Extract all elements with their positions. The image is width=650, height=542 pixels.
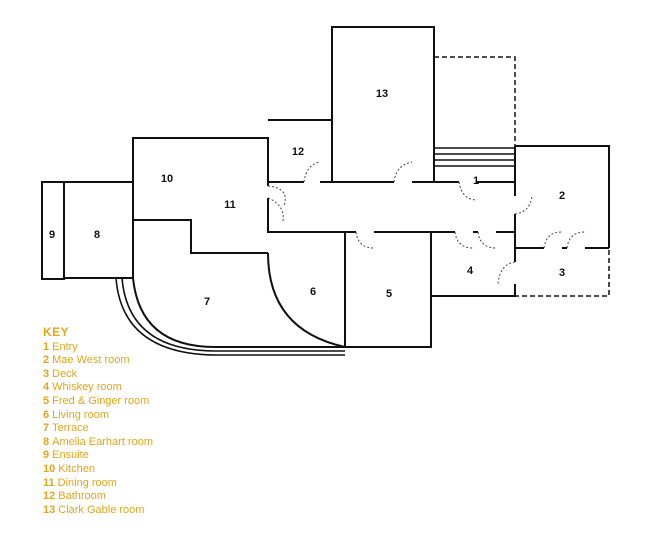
wall-entry-corridor: [268, 181, 515, 233]
room-label-12: 12: [292, 146, 304, 158]
key-item-label: Entry: [52, 340, 78, 353]
wall-whiskey-room: [430, 232, 516, 297]
door-swing: [497, 261, 516, 285]
entry-steps: [434, 147, 515, 167]
key-item-label: Dining room: [57, 476, 117, 489]
door-swing: [566, 231, 586, 249]
key-item-number: 1: [43, 340, 50, 353]
room-label-7: 7: [204, 296, 210, 308]
key-item-number: 9: [43, 449, 50, 462]
key-item-number: 5: [43, 394, 50, 407]
key-item-number: 10: [43, 462, 56, 475]
key-item-label: Clark Gable room: [58, 503, 145, 516]
room-label-6: 6: [310, 286, 316, 298]
door-swing: [543, 231, 563, 249]
room-label-11: 11: [224, 199, 236, 211]
room-label-4: 4: [467, 265, 474, 277]
dashed-terrace-outline: [434, 56, 516, 146]
door-swing: [514, 195, 533, 215]
key-item-label: Deck: [52, 367, 78, 380]
door-swing: [267, 197, 284, 222]
key-title: KEY: [43, 325, 70, 339]
room-label-13: 13: [376, 88, 388, 100]
door-swing: [458, 181, 478, 201]
door-swing: [477, 231, 497, 249]
key-item-label: Ensuite: [52, 449, 89, 462]
wall-clark-gable-room: [331, 26, 435, 183]
key-item-label: Terrace: [52, 422, 89, 435]
door-swing: [393, 161, 413, 183]
key-item-label: Amelia Earhart room: [52, 435, 153, 448]
wall-fred-ginger-room: [344, 232, 432, 348]
dashed-deck-outline: [515, 247, 610, 297]
key-item-label: Fred & Ginger room: [52, 394, 150, 407]
key-item-label: Whiskey room: [52, 381, 122, 394]
key-item-number: 8: [43, 435, 50, 448]
room-label-8: 8: [94, 229, 100, 241]
door-swing: [267, 185, 286, 207]
key-item-label: Mae West room: [52, 354, 130, 367]
key-item-number: 2: [43, 354, 50, 367]
key-item-label: Kitchen: [58, 462, 95, 475]
key-item-number: 12: [43, 490, 56, 503]
key-item-number: 7: [43, 422, 50, 435]
door-swing: [303, 161, 321, 183]
door-swing: [355, 231, 375, 249]
terrace-rail: [115, 277, 345, 356]
key-item-number: 13: [43, 503, 56, 516]
room-label-2: 2: [559, 190, 565, 202]
door-swing: [454, 231, 474, 249]
key-item-number: 3: [43, 367, 50, 380]
room-label-1: 1: [473, 175, 479, 187]
room-label-3: 3: [559, 267, 565, 279]
wall-kitchen-dining: [132, 137, 345, 254]
room-label-10: 10: [161, 173, 173, 185]
wall-ensuite: [41, 181, 65, 280]
key-item-number: 6: [43, 408, 50, 421]
key-item-label: Living room: [52, 408, 109, 421]
room-label-9: 9: [49, 229, 55, 241]
wall-living-room: [267, 252, 346, 348]
key-item-number: 4: [43, 381, 50, 394]
key-item-label: Bathroom: [58, 490, 106, 503]
wall-terrace: [132, 220, 345, 348]
room-label-5: 5: [386, 288, 392, 300]
key-item-number: 11: [43, 476, 55, 489]
